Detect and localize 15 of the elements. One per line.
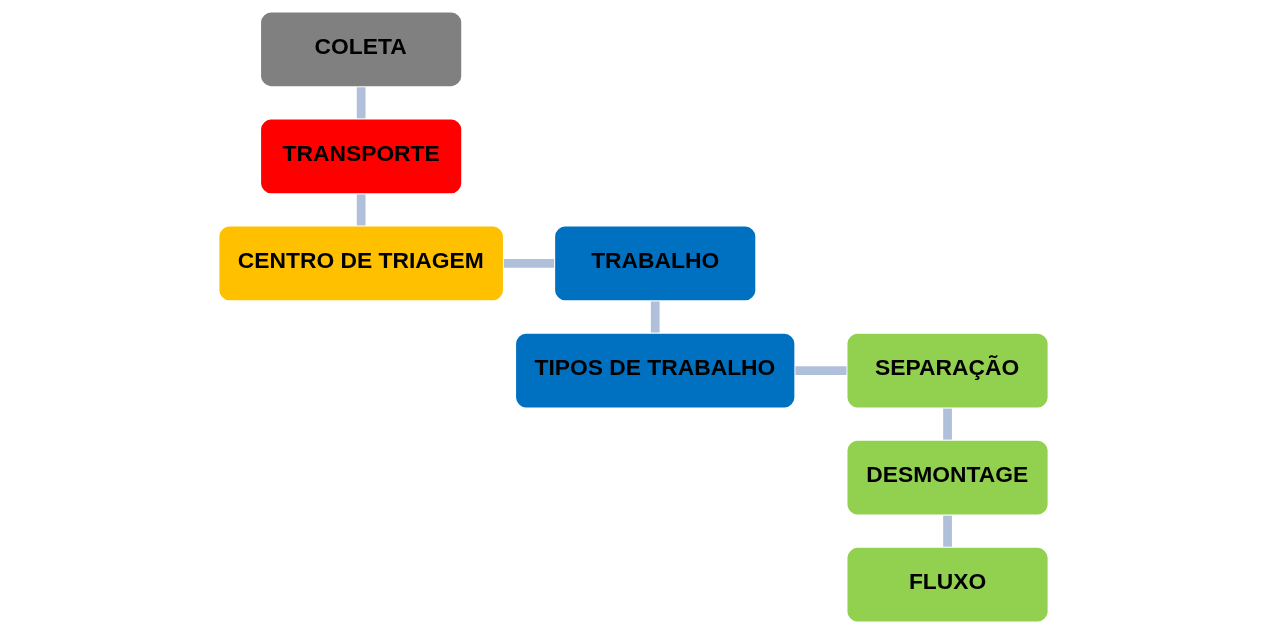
connector	[943, 515, 952, 547]
node-box: TIPOS DE TRABALHO	[514, 331, 797, 410]
node-box: TRANSPORTE	[259, 117, 463, 195]
connector	[503, 259, 555, 268]
connector	[795, 366, 847, 375]
node-box: SEPARAÇÃO	[845, 331, 1050, 410]
node-box: DESMONTAGE	[845, 439, 1050, 517]
node-box: FLUXO	[845, 546, 1050, 624]
node-box: TRABALHO	[553, 224, 758, 303]
connector	[356, 87, 366, 119]
connector	[943, 408, 952, 440]
connector	[650, 301, 660, 333]
connector	[356, 194, 366, 226]
node-box: COLETA	[259, 10, 463, 88]
node-box: CENTRO DE TRIAGEM	[217, 224, 505, 303]
